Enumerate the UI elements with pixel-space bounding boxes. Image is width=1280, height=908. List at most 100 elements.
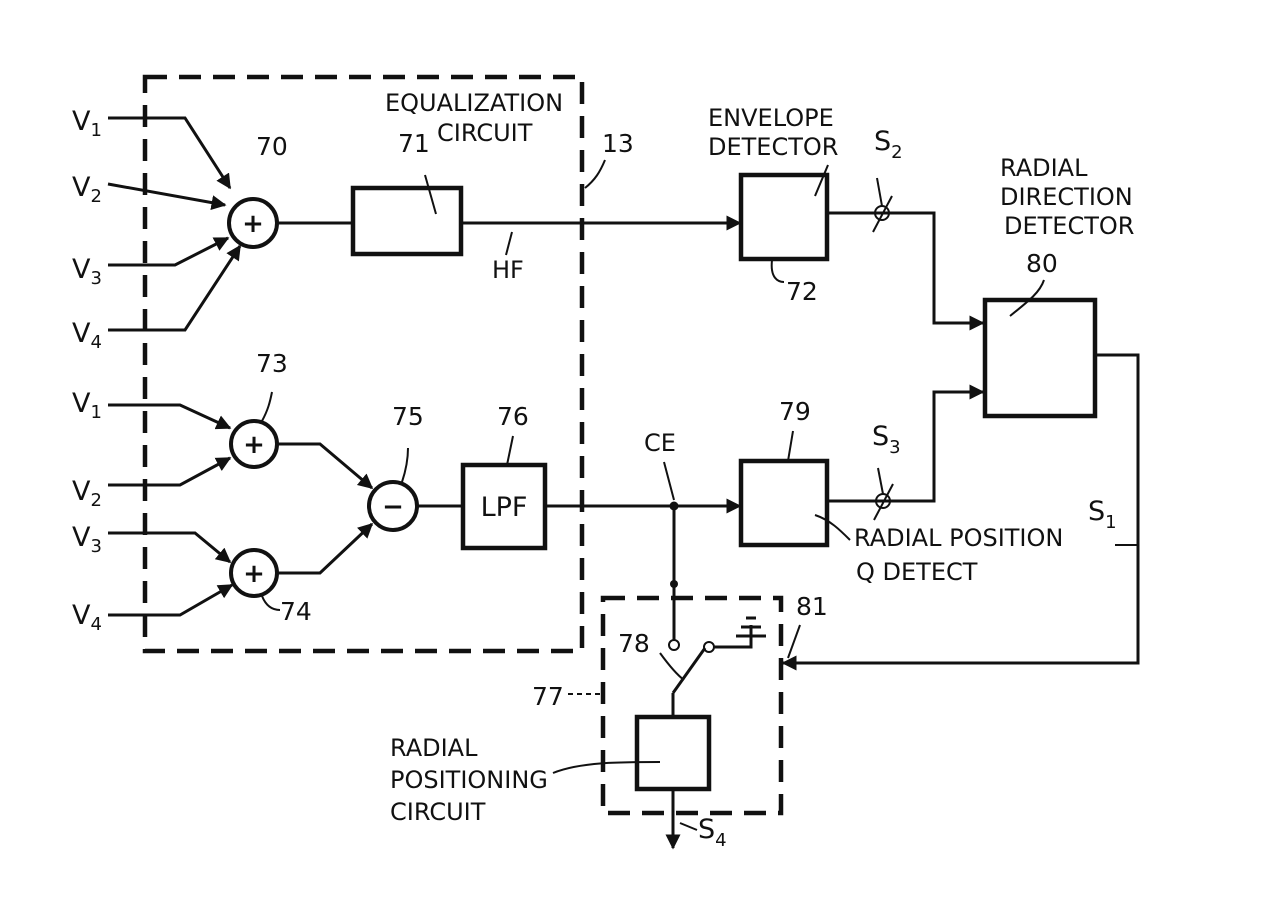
leader-13 xyxy=(584,159,606,189)
label-radial-positioning-2: POSITIONING xyxy=(390,766,548,794)
adder-70-sign: + xyxy=(242,209,264,239)
wire-v2-73 xyxy=(108,456,232,487)
leader-74 xyxy=(261,595,281,611)
leader-71 xyxy=(424,174,437,215)
wire-v3-74 xyxy=(108,531,232,564)
label-radial-direction-3: DETECTOR xyxy=(1004,212,1134,240)
leader-s4 xyxy=(679,822,698,831)
block-77-boundary xyxy=(600,595,784,816)
block-13-boundary xyxy=(142,74,585,654)
wire-s3 xyxy=(827,384,985,503)
svg-text:V1: V1 xyxy=(72,106,102,141)
ref-78: 78 xyxy=(618,629,650,658)
svg-text:V2: V2 xyxy=(72,476,102,511)
leader-s3 xyxy=(877,467,884,495)
wire-v4-74 xyxy=(108,583,234,617)
switch-78-contact-a xyxy=(668,639,680,651)
adder-73-sign: + xyxy=(243,430,265,460)
wire-v3-70 xyxy=(108,236,230,267)
input-v3-bottom: V3 xyxy=(72,522,102,557)
leader-ce xyxy=(663,461,675,501)
leader-76 xyxy=(506,435,514,466)
adder-74-sign: + xyxy=(243,559,265,589)
input-v1-bottom: V1 xyxy=(72,388,102,423)
input-v1-top: V1 xyxy=(72,106,102,141)
wire-73-75 xyxy=(277,442,374,490)
svg-text:V4: V4 xyxy=(72,318,102,353)
ref-77: 77 xyxy=(532,682,564,711)
svg-text:V1: V1 xyxy=(72,388,102,423)
svg-text:V2: V2 xyxy=(72,172,102,207)
label-radial-positioning-3: CIRCUIT xyxy=(390,798,486,826)
subtractor-75-sign: − xyxy=(382,492,404,522)
leader-72 xyxy=(770,259,785,283)
radial-direction-detector-80 xyxy=(982,297,1098,419)
ref-72: 72 xyxy=(786,277,818,306)
leader-81 xyxy=(787,624,801,659)
leader-radial-position xyxy=(814,514,851,541)
ref-76: 76 xyxy=(497,402,529,431)
svg-text:S3: S3 xyxy=(872,421,901,458)
lpf-label: LPF xyxy=(481,492,528,523)
label-radial-position-1: RADIAL POSITION xyxy=(854,524,1063,552)
svg-text:S4: S4 xyxy=(698,814,727,851)
radial-position-q-detector-79 xyxy=(738,458,830,548)
label-envelope-1: ENVELOPE xyxy=(708,104,834,132)
wire-v1-73 xyxy=(108,403,232,430)
leader-75 xyxy=(401,447,409,483)
switch-78-blade xyxy=(671,647,707,694)
label-ce: CE xyxy=(644,429,676,457)
wire-74-75 xyxy=(277,522,374,575)
label-radial-direction-1: RADIAL xyxy=(1000,154,1088,182)
wire-v2-70 xyxy=(107,182,227,210)
svg-text:S1: S1 xyxy=(1088,496,1117,533)
wire-v1-70 xyxy=(108,116,232,190)
input-v4-bottom: V4 xyxy=(72,600,102,635)
terminal-s3-slash xyxy=(873,483,894,521)
ref-71: 71 xyxy=(398,129,430,158)
leader-hf xyxy=(505,231,513,256)
leader-s2 xyxy=(876,177,883,207)
leader-78 xyxy=(659,652,685,681)
wire-v4-70 xyxy=(108,244,242,332)
label-hf: HF xyxy=(492,256,524,284)
ref-79: 79 xyxy=(779,397,811,426)
ref-81: 81 xyxy=(796,592,828,621)
leader-envelope xyxy=(814,164,829,197)
envelope-detector-72 xyxy=(738,172,830,262)
terminal-s2-slash xyxy=(872,195,893,233)
input-v4-top: V4 xyxy=(72,318,102,353)
signal-s1: S1 xyxy=(1088,496,1117,533)
leader-79 xyxy=(787,430,794,462)
ref-80: 80 xyxy=(1026,249,1058,278)
radial-positioning-circuit xyxy=(634,714,712,792)
leader-73 xyxy=(261,391,273,422)
input-v2-bottom: V2 xyxy=(72,476,102,511)
leader-80 xyxy=(1009,279,1045,317)
input-v3-top: V3 xyxy=(72,254,102,289)
ref-70: 70 xyxy=(256,132,288,161)
input-v2-top: V2 xyxy=(72,172,102,207)
svg-text:V4: V4 xyxy=(72,600,102,635)
label-radial-direction-2: DIRECTION xyxy=(1000,183,1133,211)
leader-radial-positioning xyxy=(552,761,661,774)
ref-74: 74 xyxy=(280,597,312,626)
wire-s1 xyxy=(781,353,1140,671)
signal-s2: S2 xyxy=(874,126,903,163)
ref-73: 73 xyxy=(256,349,288,378)
signal-s4: S4 xyxy=(698,814,727,851)
signal-s3: S3 xyxy=(872,421,901,458)
switch-78-contact-b xyxy=(703,641,715,653)
wire-s2 xyxy=(827,211,985,331)
label-envelope-2: DETECTOR xyxy=(708,133,838,161)
equalization-circuit-71 xyxy=(350,185,464,257)
ref-13: 13 xyxy=(602,129,634,158)
label-equalization-1: EQUALIZATION xyxy=(385,89,563,117)
lpf-76 xyxy=(460,462,548,551)
svg-text:V3: V3 xyxy=(72,522,102,557)
ref-75: 75 xyxy=(392,402,424,431)
label-equalization-2: CIRCUIT xyxy=(437,119,533,147)
node-ce-entry xyxy=(670,580,678,588)
svg-text:S2: S2 xyxy=(874,126,903,163)
